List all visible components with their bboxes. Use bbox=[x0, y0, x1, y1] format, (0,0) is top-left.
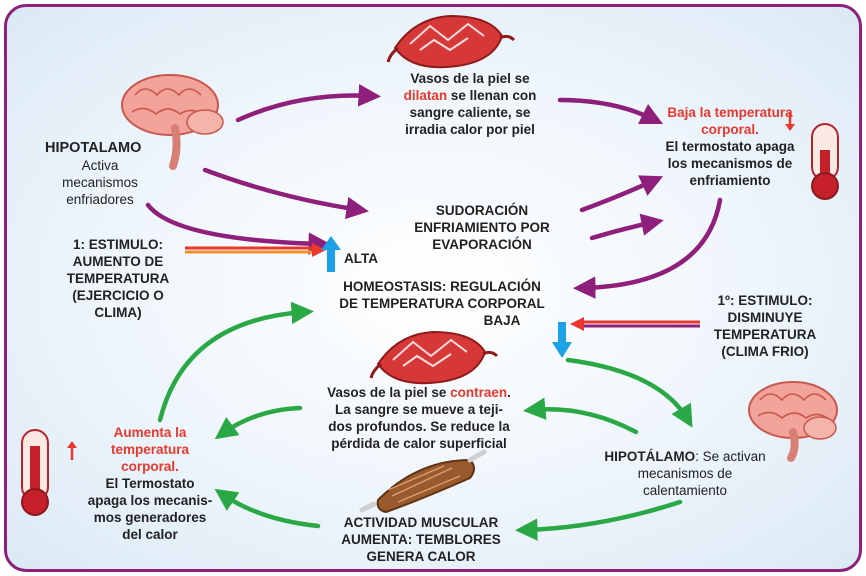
temp-up-block: Aumenta la temperatura corporal. El Term… bbox=[80, 424, 220, 543]
sweating-line: SUDORACIÓN bbox=[435, 203, 529, 218]
temp-up-title: corporal. bbox=[121, 459, 179, 474]
arrow-vessels-to-tempdown bbox=[557, 97, 664, 125]
stimulus-cold-line: 1º: ESTIMULO: bbox=[717, 293, 813, 308]
temp-down-line: enfriamiento bbox=[689, 173, 771, 188]
arrow-down-to-hypothalamus bbox=[565, 357, 693, 428]
muscle-line: AUMENTA: TEMBLORES bbox=[341, 532, 501, 547]
stimulus-heat-line: 1: ESTIMULO: bbox=[73, 237, 163, 252]
temp-down-block: Baja la temperatura corporal. El termost… bbox=[650, 104, 810, 189]
hypothalamus-top-line: enfriadores bbox=[66, 192, 134, 207]
stimulus-heat-line: TEMPERATURA bbox=[66, 271, 170, 286]
blood-vessel-network-icon-middle bbox=[369, 330, 499, 385]
vessels-contract-line: Vasos de la piel se contraen. bbox=[304, 384, 534, 401]
sweating-block: SUDORACIÓN ENFRIAMIENTO POR EVAPORACIÓN bbox=[392, 202, 572, 253]
hypothalamus-bottom-line: HIPOTÁLAMO: Se activan bbox=[600, 448, 770, 465]
vessels-dilate-highlight: dilatan bbox=[403, 88, 448, 103]
muscle-line: ACTIVIDAD MUSCULAR bbox=[343, 515, 499, 530]
stimulus-heat-line: CLIMA) bbox=[94, 305, 142, 320]
temp-up-line: del calor bbox=[122, 527, 178, 542]
hypothalamus-top-line: mecanismos bbox=[62, 175, 138, 190]
stimulus-heat-block: 1: ESTIMULO: AUMENTO DE TEMPERATURA (EJE… bbox=[58, 236, 178, 321]
arrow-hypothalamus-to-alta bbox=[145, 202, 331, 255]
hypothalamus-top-title: HIPOTALAMO bbox=[45, 140, 142, 156]
temp-up-line: El Termostato bbox=[105, 476, 195, 491]
brain-icon-bottom bbox=[748, 381, 838, 462]
vessels-dilate-line: sangre caliente, se bbox=[409, 105, 531, 120]
hypothalamus-top-lines: Activa mecanismos enfriadores bbox=[45, 157, 155, 208]
muscle-line: GENERA CALOR bbox=[366, 549, 476, 564]
vessels-contract-pre: Vasos de la piel se bbox=[327, 385, 447, 400]
arrow-muscle-to-tempup bbox=[214, 488, 321, 529]
temp-up-title: temperatura bbox=[110, 442, 190, 457]
stimulus-heat-line: (EJERCICIO O bbox=[72, 288, 164, 303]
temp-up-line: mos generadores bbox=[93, 510, 207, 525]
vessels-dilate-pre: Vasos de la piel se bbox=[410, 71, 530, 86]
hypothalamus-bottom-block: HIPOTÁLAMO: Se activan mecanismos de cal… bbox=[600, 448, 770, 499]
homeostasis-line: HOMEOSTASIS: REGULACIÓN bbox=[343, 279, 541, 294]
homeostasis-block: HOMEOSTASIS: REGULACIÓN DE TEMPERATURA C… bbox=[322, 278, 562, 329]
brain-icon-top bbox=[121, 74, 224, 170]
vessels-contract-line: dos profundos. Se reduce la bbox=[328, 419, 510, 434]
thermometer-icon-right bbox=[785, 112, 839, 200]
stimulus-cold-block: 1º: ESTIMULO: DISMINUYE TEMPERATURA (CLI… bbox=[700, 292, 830, 360]
high-label: ALTA bbox=[344, 251, 378, 266]
arrow-brain-to-vessels bbox=[235, 84, 381, 123]
stimulus-cold-line: (CLIMA FRIO) bbox=[721, 344, 809, 359]
temp-down-title: corporal. bbox=[701, 122, 759, 137]
temp-up-line: apaga los mecanis- bbox=[87, 493, 213, 508]
hypothalamus-top-block: HIPOTALAMO Activa mecanismos enfriadores bbox=[45, 140, 175, 208]
arrow-hypothalamus-to-muscle bbox=[515, 499, 683, 541]
blue-down-arrow bbox=[552, 322, 572, 358]
vessels-dilate-block: Vasos de la piel se dilatan se llenan co… bbox=[380, 70, 560, 138]
vessels-dilate-line: dilatan se llenan con bbox=[380, 87, 560, 104]
muscle-block: ACTIVIDAD MUSCULAR AUMENTA: TEMBLORES GE… bbox=[316, 514, 526, 565]
sweating-line: EVAPORACIÓN bbox=[432, 237, 532, 252]
arrow-tempup-to-homeostasis bbox=[157, 301, 314, 423]
blue-up-arrow bbox=[321, 236, 341, 272]
vessels-contract-post: . bbox=[507, 385, 511, 400]
temp-down-title: Baja la temperatura bbox=[667, 105, 793, 120]
blood-vessel-network-icon-top bbox=[386, 14, 516, 69]
thermometer-icon-left bbox=[21, 429, 77, 516]
low-label: BAJA bbox=[483, 313, 521, 328]
vessels-contract-line: pérdida de calor superficial bbox=[331, 436, 507, 451]
temp-up-title: Aumenta la bbox=[113, 425, 187, 440]
arrow-brain-to-sweat bbox=[202, 167, 369, 220]
stimulus-heat-line: AUMENTO DE bbox=[72, 254, 164, 269]
vessels-dilate-post: se llenan con bbox=[450, 88, 537, 103]
muscle-icon bbox=[359, 449, 487, 514]
arrow-hypothalamus-to-contract bbox=[523, 397, 639, 435]
hypothalamus-bottom-title: HIPOTÁLAMO bbox=[604, 449, 696, 464]
arrow-tempdown-to-homeostasis bbox=[573, 197, 723, 299]
vessels-contract-line: La sangre se mueve a teji- bbox=[334, 402, 504, 417]
hypothalamus-bottom-rest: : Se activan bbox=[695, 449, 766, 464]
sweating-line: ENFRIAMIENTO POR bbox=[414, 220, 550, 235]
stimulus-cold-arrow bbox=[570, 317, 700, 331]
temp-down-line: los mecanismos de bbox=[667, 156, 793, 171]
temp-down-line: El termostato apaga bbox=[665, 139, 795, 154]
arrow-sweat-to-tempdown-1 bbox=[579, 175, 664, 213]
vessels-dilate-line: Vasos de la piel se bbox=[380, 70, 560, 87]
stimulus-cold-line: DISMINUYE bbox=[727, 310, 803, 325]
hypothalamus-top-line: Activa bbox=[81, 158, 119, 173]
hypothalamus-bottom-line: mecanismos de bbox=[637, 466, 733, 481]
stimulus-heat-arrow bbox=[185, 243, 326, 257]
hypothalamus-bottom-line: calentamiento bbox=[642, 483, 728, 498]
vessels-contract-block: Vasos de la piel se contraen. La sangre … bbox=[304, 384, 534, 452]
arrow-sweat-to-tempdown-2 bbox=[589, 213, 664, 241]
vessels-contract-highlight: contraen bbox=[450, 385, 508, 400]
vessels-dilate-line: irradia calor por piel bbox=[405, 122, 535, 137]
stimulus-cold-line: TEMPERATURA bbox=[713, 327, 817, 342]
arrow-contract-to-tempup bbox=[214, 405, 303, 440]
homeostasis-line: DE TEMPERATURA CORPORAL bbox=[339, 296, 545, 311]
